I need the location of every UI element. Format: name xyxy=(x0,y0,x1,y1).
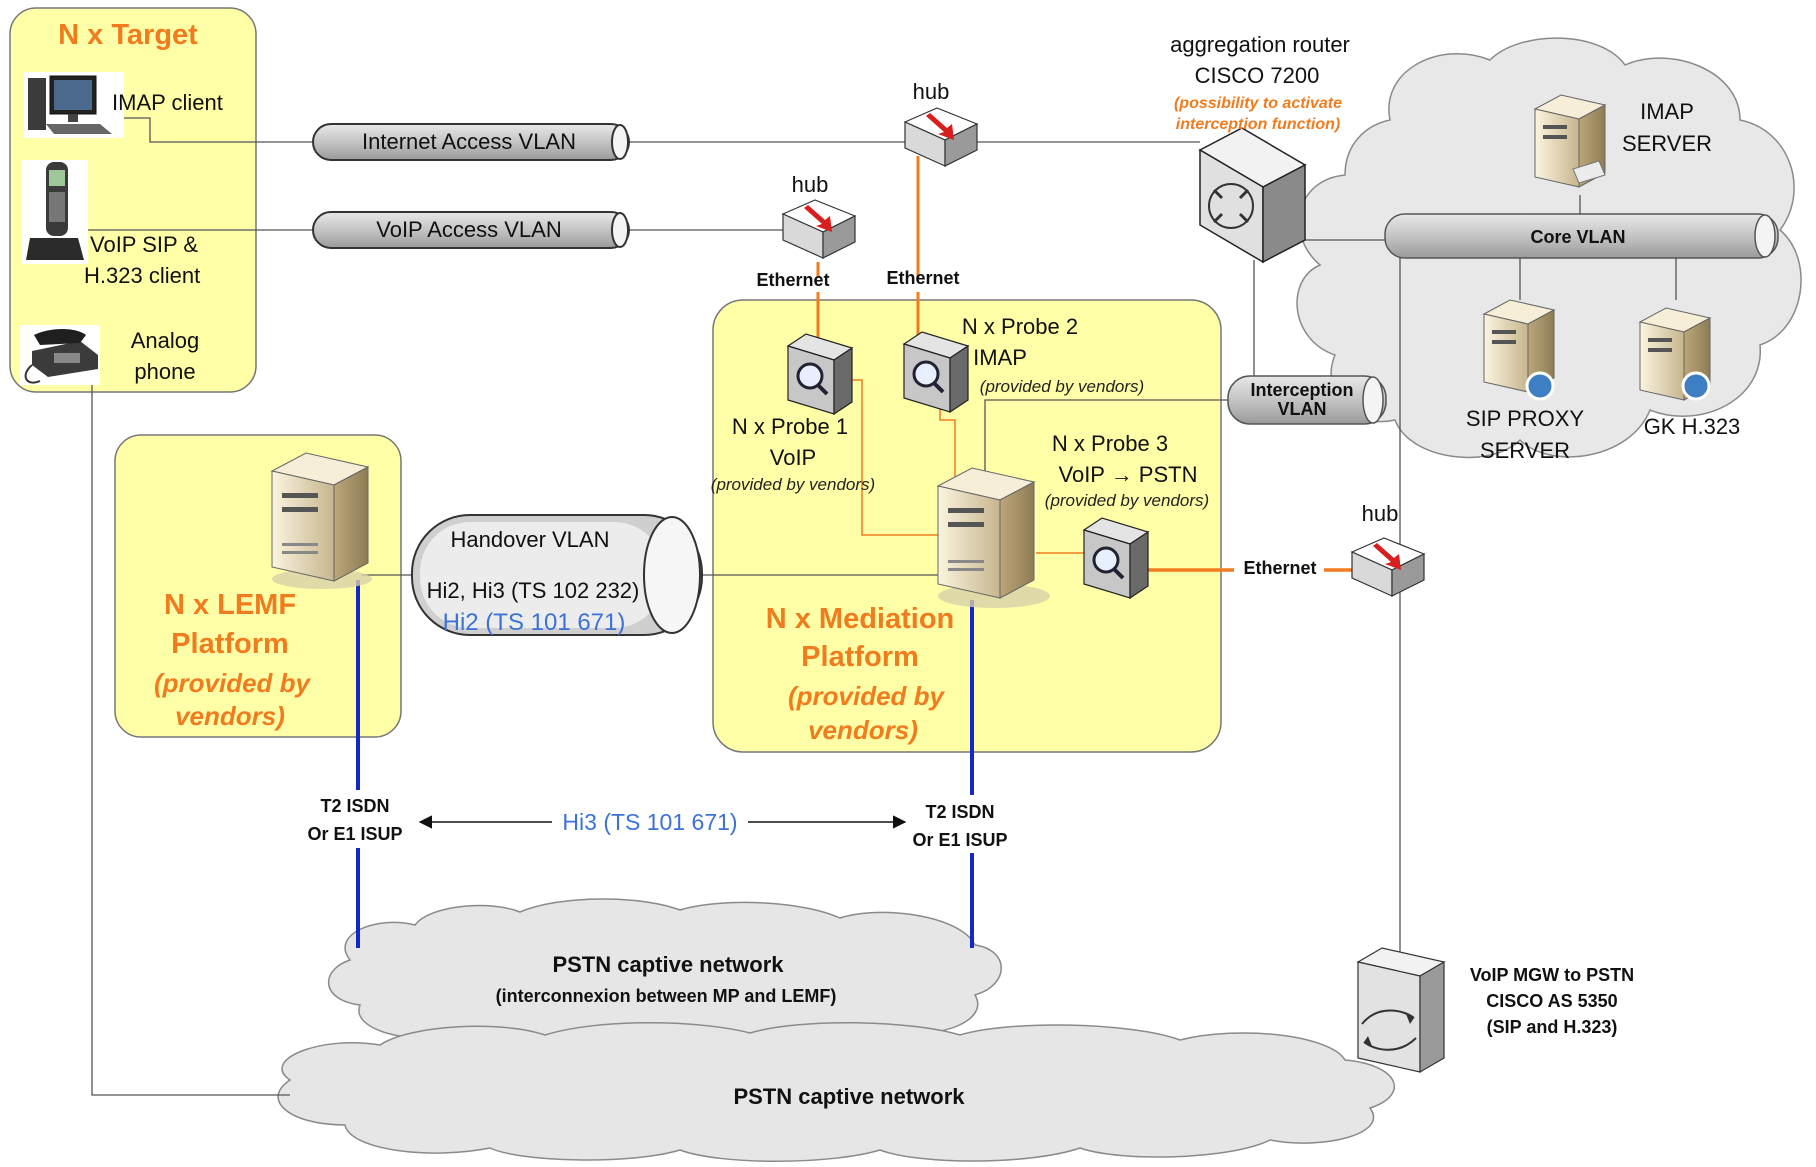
hi3-label: Hi3 (TS 101 671) xyxy=(562,809,737,835)
probe1-label-2: VoIP xyxy=(770,445,816,470)
core-vlan xyxy=(1384,213,1779,259)
router-note-1: (possibility to activate xyxy=(1174,95,1342,112)
internet-access-vlan xyxy=(312,123,630,161)
mgw-label-1: VoIP MGW to PSTN xyxy=(1470,965,1634,985)
lemf-label-1: N x LEMF xyxy=(164,589,296,621)
right-link-label-1: T2 ISDN xyxy=(925,802,994,822)
probe2-note: (provided by vendors) xyxy=(980,377,1144,396)
ethernet-label-2: Ethernet xyxy=(886,268,959,288)
mediation-label-3: (provided by xyxy=(788,681,946,711)
sip-proxy-label-1: SIP PROXY xyxy=(1466,406,1585,431)
probe2-label-2: IMAP xyxy=(973,345,1027,370)
gk-label: GK H.323 xyxy=(1644,414,1741,439)
imap-client-label: IMAP client xyxy=(112,90,223,115)
imap-server-label-2: SERVER xyxy=(1622,131,1712,156)
mediation-server-icon xyxy=(936,467,1050,608)
pstn-captive-1-sub: (interconnexion between MP and LEMF) xyxy=(496,986,837,1006)
hub3-label: hub xyxy=(1362,501,1399,526)
probe3-label-2: VoIP → PSTN xyxy=(1059,462,1198,487)
internet-vlan-label: Internet Access VLAN xyxy=(362,129,576,154)
hub2-label: hub xyxy=(792,172,829,197)
target-title: N x Target xyxy=(58,19,198,51)
probe1-note: (provided by vendors) xyxy=(711,475,875,494)
hub-icon xyxy=(903,107,979,167)
lemf-label-2: Platform xyxy=(171,628,289,660)
interception-vlan xyxy=(1227,375,1387,425)
interception-vlan-label-2: VLAN xyxy=(1278,399,1327,419)
pstn-captive-1-title: PSTN captive network xyxy=(552,952,784,977)
probe-icon xyxy=(786,333,854,416)
router-icon xyxy=(1198,127,1307,264)
ethernet-label-3: Ethernet xyxy=(1243,558,1316,578)
mediation-label-1: N x Mediation xyxy=(766,603,955,635)
mgw-label-2: CISCO AS 5350 xyxy=(1486,991,1617,1011)
probe2-label-1: N x Probe 2 xyxy=(962,314,1078,339)
ethernet-label-1: Ethernet xyxy=(756,270,829,290)
pstn-captive-2-title: PSTN captive network xyxy=(733,1084,965,1109)
gatekeeper-server-icon xyxy=(1638,307,1712,401)
probe3-note: (provided by vendors) xyxy=(1045,491,1209,510)
analog-phone-icon xyxy=(20,325,100,385)
handover-vlan-line2: Hi2, Hi3 (TS 102 232) xyxy=(427,578,640,603)
handover-vlan-line3: Hi2 (TS 101 671) xyxy=(443,609,626,636)
mediation-label-4: vendors) xyxy=(808,715,918,745)
router-note-2: interception function) xyxy=(1176,116,1340,133)
left-link-label-2: Or E1 ISUP xyxy=(307,824,402,844)
probe-icon xyxy=(902,331,970,414)
handover-vlan xyxy=(411,514,703,636)
probe3-label-1: N x Probe 3 xyxy=(1052,431,1168,456)
analog-phone-label-1: Analog xyxy=(131,328,200,353)
pstn-captive-cloud-lower xyxy=(277,1021,1396,1162)
lemf-label-4: vendors) xyxy=(175,701,285,731)
hub1-label: hub xyxy=(913,79,950,104)
probe-icon xyxy=(1082,517,1150,600)
probe1-label-1: N x Probe 1 xyxy=(732,414,848,439)
interception-vlan-label-1: Interception xyxy=(1250,380,1353,400)
hub-icon xyxy=(781,199,857,259)
server-icon xyxy=(1533,94,1607,188)
voip-client-label-1: VoIP SIP & xyxy=(90,232,198,257)
sip-proxy-label-2: SERVER xyxy=(1480,438,1570,463)
mediation-label-2: Platform xyxy=(801,641,919,673)
voip-phone-icon xyxy=(22,160,88,264)
analog-phone-label-2: phone xyxy=(134,359,195,384)
pstn-links xyxy=(356,580,974,948)
left-link-label-1: T2 ISDN xyxy=(320,796,389,816)
lemf-label-3: (provided by xyxy=(154,668,312,698)
voip-vlan-label: VoIP Access VLAN xyxy=(376,217,561,242)
sip-proxy-server-icon xyxy=(1482,299,1556,401)
voip-client-label-2: H.323 client xyxy=(84,263,200,288)
voip-access-vlan xyxy=(312,211,630,249)
desktop-computer-icon xyxy=(24,72,124,138)
connection-lines xyxy=(78,117,1677,1096)
router-label-1: aggregation router xyxy=(1170,32,1350,57)
core-vlan-label: Core VLAN xyxy=(1530,227,1625,247)
lemf-server-icon xyxy=(270,452,372,589)
hub-icon xyxy=(1350,537,1426,597)
media-gateway-icon xyxy=(1356,947,1446,1074)
handover-vlan-title: Handover VLAN xyxy=(451,527,610,552)
right-link-label-2: Or E1 ISUP xyxy=(912,830,1007,850)
imap-server-label-1: IMAP xyxy=(1640,99,1694,124)
mgw-label-3: (SIP and H.323) xyxy=(1487,1017,1618,1037)
router-label-2: CISCO 7200 xyxy=(1195,63,1320,88)
